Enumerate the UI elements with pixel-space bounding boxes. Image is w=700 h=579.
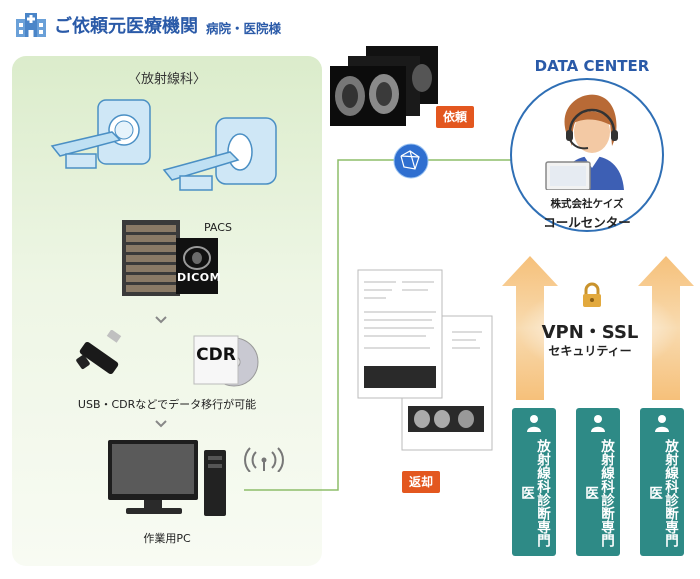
- doctor-card: 放射線科診断専門医: [512, 408, 556, 556]
- pacs-label: PACS: [204, 221, 232, 234]
- pacs-server-icon: [122, 220, 218, 296]
- cdr-label: CDR: [196, 345, 236, 365]
- data-center-title: DATA CENTER: [534, 57, 650, 75]
- globe-icon: [393, 143, 429, 179]
- security-subtitle: セキュリティー: [548, 344, 632, 358]
- radiology-label: 〈放射線科〉: [127, 72, 206, 87]
- person-icon: [591, 415, 605, 432]
- security-title: VPN・SSL: [541, 322, 639, 343]
- wireless-icon: [244, 447, 284, 472]
- doctor-label: 放射線科診断専門医: [582, 439, 614, 547]
- hospital-icon: [16, 13, 46, 37]
- security-arrows: [502, 256, 694, 400]
- call-center-label: コールセンター: [543, 215, 631, 230]
- lock-icon: [583, 282, 601, 307]
- doctor-label: 放射線科診断専門医: [518, 439, 550, 547]
- header: ご依頼元医療機関 病院・医院様: [14, 10, 281, 40]
- desktop-pc-icon: [108, 440, 226, 516]
- page-subtitle: 病院・医院様: [206, 20, 282, 36]
- doctor-label: 放射線科診断専門医: [646, 439, 678, 547]
- report-documents: [357, 269, 493, 451]
- ct-scanner-icon: [50, 99, 151, 169]
- transfer-note: USB・CDRなどでデータ移行が可能: [77, 398, 257, 411]
- pc-label: 作業用PC: [143, 532, 191, 545]
- chevron-down-icon: [155, 316, 167, 324]
- person-icon: [655, 415, 669, 432]
- usb-drive-icon: [76, 330, 122, 375]
- cd-disc-icon: [193, 335, 259, 387]
- mri-scanner-icon: [162, 117, 277, 191]
- doctor-card: 放射線科診断専門医: [576, 408, 620, 556]
- page-title: ご依頼元医療機関: [54, 16, 198, 37]
- brain-mri-images: [330, 46, 438, 126]
- operator-icon: [545, 94, 624, 190]
- request-tag: 依頼: [436, 106, 474, 128]
- dicom-label: DICOM: [177, 271, 222, 284]
- chevron-down-icon: [155, 420, 167, 428]
- person-icon: [527, 415, 541, 432]
- company-name: 株式会社ケイズ: [550, 198, 624, 210]
- return-tag: 返却: [402, 471, 440, 493]
- doctor-card: 放射線科診断専門医: [640, 408, 684, 556]
